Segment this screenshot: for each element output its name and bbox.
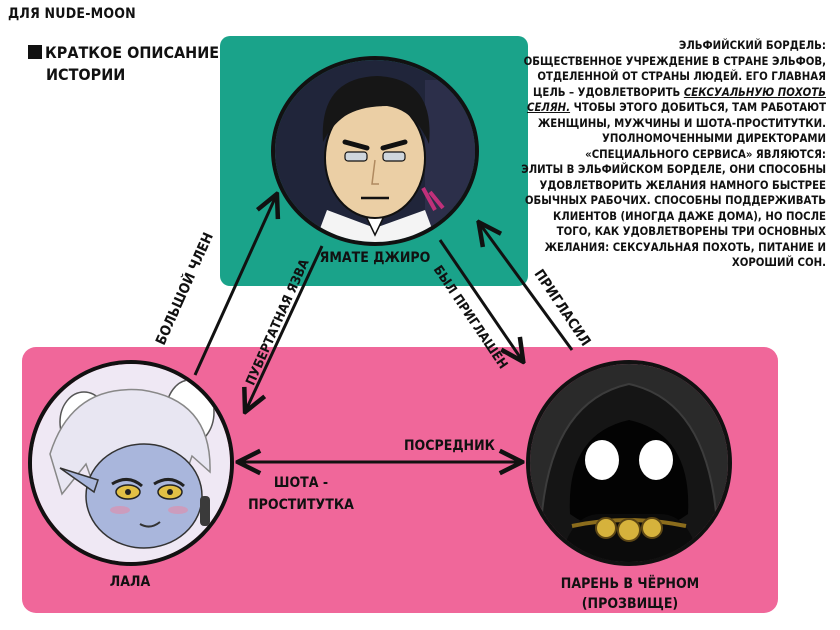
- guy-in-black-portrait: [526, 360, 732, 566]
- description-p1-emphasis: СЕКСУАЛЬНУЮ ПОХОТЬ СЕЛЯН.: [527, 85, 826, 115]
- description-paragraph-1: ОБЩЕСТВЕННОЕ УЧРЕЖДЕНИЕ В СТРАНЕ ЭЛЬФОВ,…: [516, 54, 826, 132]
- yamate-jiro-portrait: [271, 56, 479, 246]
- label-mediator: ПОСРЕДНИК: [404, 438, 495, 454]
- summary-line-2: ИСТОРИИ: [46, 65, 126, 84]
- label-shota-prostitute: ШОТА - ПРОСТИТУТКА: [246, 472, 356, 516]
- label-shota-line-2: ПРОСТИТУТКА: [248, 497, 354, 513]
- guy-in-black-name-line-1: ПАРЕНЬ В ЧЁРНОМ: [560, 576, 700, 592]
- square-bullet-icon: [28, 45, 42, 59]
- summary-line-1: КРАТКОЕ ОПИСАНИЕ: [45, 43, 220, 62]
- description-title: ЭЛЬФИЙСКИЙ БОРДЕЛЬ:: [678, 39, 826, 52]
- lala-portrait: [28, 360, 234, 566]
- description-block: ЭЛЬФИЙСКИЙ БОРДЕЛЬ: ОБЩЕСТВЕННОЕ УЧРЕЖДЕ…: [516, 38, 826, 271]
- credit-label: ДЛЯ NUDE-MOON: [8, 6, 136, 22]
- arrow-guy-to-jiro: [480, 224, 574, 351]
- description-paragraph-2: УПОЛНОМОЧЕННЫМИ ДИРЕКТОРАМИ «СПЕЦИАЛЬНОГ…: [585, 132, 826, 161]
- description-p1-a: ОБЩЕСТВЕННОЕ УЧРЕЖДЕНИЕ В СТРАНЕ ЭЛЬФОВ,…: [523, 54, 826, 99]
- guy-in-black-name-line-2: (ПРОЗВИЩЕ): [581, 596, 679, 612]
- arrow-jiro-to-lala: [246, 245, 324, 410]
- lala-name: ЛАЛА: [109, 574, 151, 590]
- summary-heading: КРАТКОЕ ОПИСАНИЕ ИСТОРИИ: [28, 42, 228, 86]
- description-p1-b: ЧТОБЫ ЭТОГО ДОБИТЬСЯ, ТАМ РАБОТАЮТ ЖЕНЩИ…: [537, 101, 826, 130]
- arrow-jiro-to-guy: [438, 239, 522, 360]
- label-shota-line-1: ШОТА -: [273, 475, 329, 491]
- yamate-jiro-name: ЯМАТЕ ДЖИРО: [319, 250, 431, 266]
- guy-in-black-name: ПАРЕНЬ В ЧЁРНОМ (ПРОЗВИЩЕ): [550, 574, 710, 614]
- description-paragraph-3: ЭЛИТЫ В ЭЛЬФИЙСКОМ БОРДЕЛЕ, ОНИ СПОСОБНЫ…: [521, 163, 826, 269]
- arrow-lala-to-jiro: [193, 196, 276, 376]
